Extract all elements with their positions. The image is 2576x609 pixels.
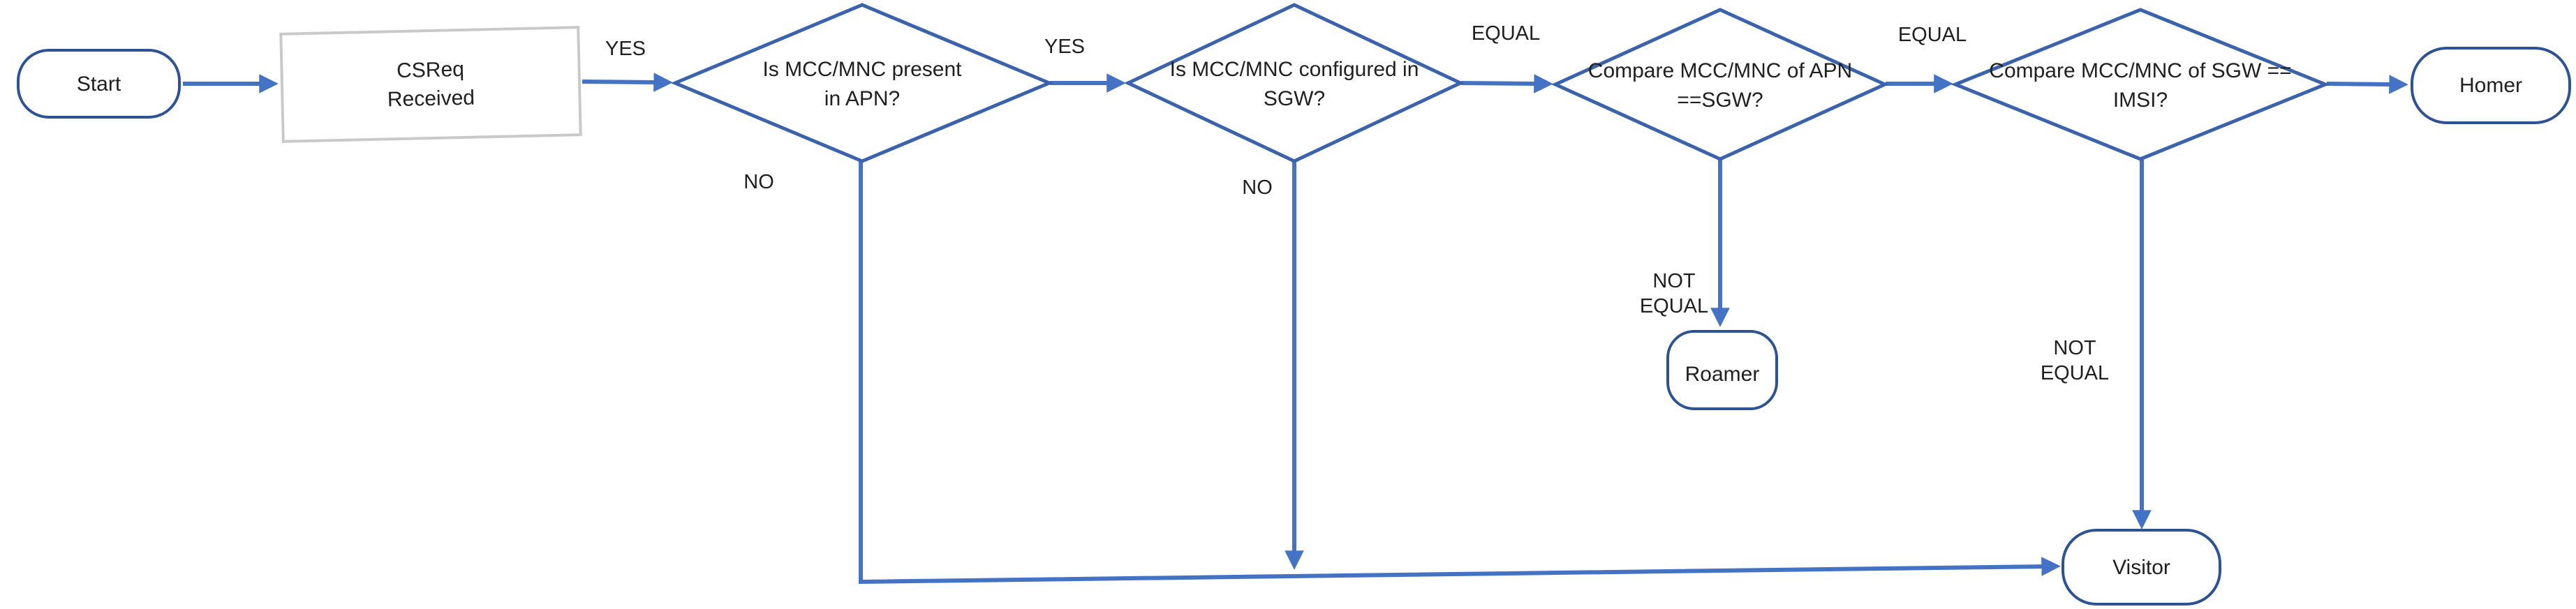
edge-label-equal-d2-d3: EQUAL bbox=[1471, 22, 1541, 45]
edge-label-yes-csreq-d1: YES bbox=[605, 38, 646, 60]
edge-label-equal-d3-d4: EQUAL bbox=[1897, 24, 1967, 46]
decision-diamond-mcc-mnc-configured-in-sgw bbox=[1124, 3, 1465, 163]
homer-node-label: Homer bbox=[2459, 74, 2522, 97]
csreq-received-box: CSReq Received bbox=[279, 26, 582, 143]
decision-diamond-compare-apn-sgw bbox=[1550, 8, 1890, 161]
decision-shapes bbox=[670, 3, 2330, 163]
connector-d1-no-to-visitor bbox=[859, 161, 2061, 585]
start-node-label: Start bbox=[76, 72, 121, 96]
visitor-node-label: Visitor bbox=[2112, 555, 2170, 579]
start-node: Start bbox=[17, 49, 181, 119]
homer-node: Homer bbox=[2411, 47, 2571, 124]
edge-label-yes-d1-d2: YES bbox=[1044, 36, 1086, 58]
roamer-node: Roamer bbox=[1666, 330, 1778, 410]
edge-label-not-equal-d3: NOT EQUAL bbox=[1639, 270, 1709, 317]
visitor-node: Visitor bbox=[2061, 529, 2221, 606]
edge-label-no-d2: NO bbox=[1242, 176, 1273, 199]
decision-diamond-compare-sgw-imsi bbox=[1950, 8, 2330, 161]
csreq-received-label: CSReq Received bbox=[387, 57, 475, 112]
connector-d2-to-d3 bbox=[1460, 74, 1553, 93]
edge-label-no-d1: NO bbox=[743, 171, 774, 193]
connectors bbox=[183, 73, 2408, 585]
edge-label-not-equal-d4: NOT EQUAL bbox=[2040, 337, 2110, 384]
roamer-node-label: Roamer bbox=[1685, 363, 1760, 386]
decision-diamond-mcc-mnc-present-in-apn bbox=[670, 3, 1054, 163]
